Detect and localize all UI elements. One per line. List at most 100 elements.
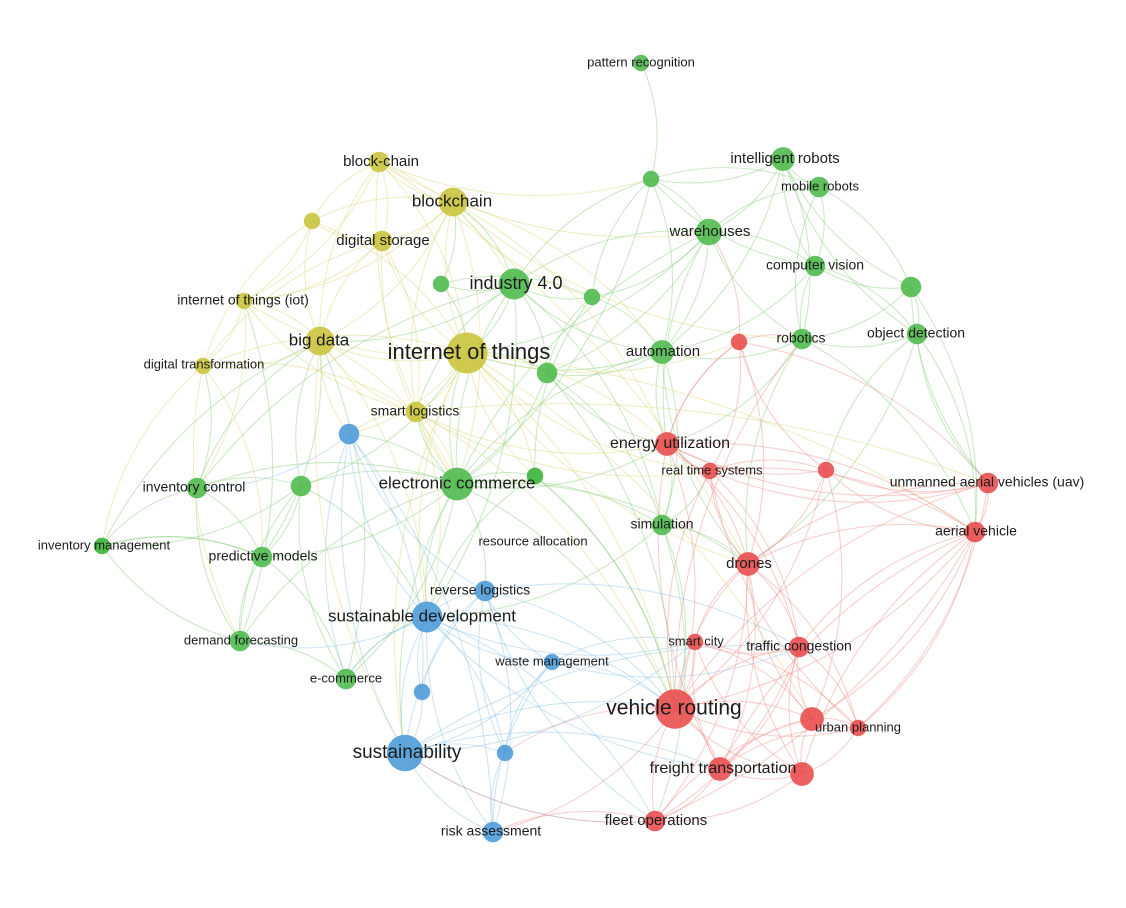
node-object-detection[interactable]: [906, 323, 928, 345]
node-waste-management[interactable]: [543, 653, 561, 671]
network-edge: [196, 283, 515, 489]
network-edge: [719, 531, 976, 770]
network-edge: [319, 340, 366, 680]
network-edge: [650, 167, 820, 188]
network-edge: [466, 352, 976, 533]
node-r-hub4[interactable]: [790, 762, 814, 786]
node-g-hub6[interactable]: [526, 467, 544, 485]
node-r-hub3[interactable]: [800, 707, 824, 731]
network-edge: [202, 362, 417, 413]
node-simulation[interactable]: [651, 514, 673, 536]
node-pattern-recognition[interactable]: [632, 54, 650, 72]
network-edge: [404, 641, 696, 754]
node-y-hub1[interactable]: [303, 212, 321, 230]
node-electronic-commerce[interactable]: [440, 467, 474, 501]
node-b-hub3[interactable]: [496, 744, 514, 762]
network-edge: [319, 340, 458, 485]
network-edge: [484, 590, 676, 710]
node-g-hub3[interactable]: [290, 475, 312, 497]
network-edge: [192, 365, 241, 642]
network-edge: [661, 443, 673, 526]
node-b-hub1[interactable]: [338, 423, 360, 445]
node-r-hub2[interactable]: [817, 461, 835, 479]
network-edge: [916, 333, 989, 484]
label-vehicle-routing: vehicle routing: [606, 697, 741, 720]
network-edge: [709, 470, 800, 648]
label-warehouses: warehouses: [669, 223, 751, 240]
network-edge: [798, 646, 859, 729]
node-big-data[interactable]: [305, 326, 335, 356]
node-urban-planning[interactable]: [849, 719, 867, 737]
label-risk-assessment: risk assessment: [441, 823, 541, 839]
node-unmanned-aerial-vehicles-uav[interactable]: [977, 472, 999, 494]
network-edge: [692, 641, 721, 770]
label-digital-transformation: digital transformation: [144, 356, 265, 371]
network-edge: [709, 470, 989, 503]
network-edge: [534, 475, 676, 710]
node-internet-of-things[interactable]: [446, 332, 488, 374]
network-edge: [782, 158, 811, 340]
node-digital-transformation[interactable]: [194, 357, 212, 375]
node-drones[interactable]: [736, 552, 760, 576]
node-freight-transportation[interactable]: [708, 757, 732, 781]
node-mobile-robots[interactable]: [808, 176, 830, 198]
node-warehouses[interactable]: [695, 218, 723, 246]
network-edge: [504, 661, 553, 754]
node-robotics[interactable]: [791, 328, 813, 350]
node-g-hub1[interactable]: [642, 170, 660, 188]
node-sustainable-development[interactable]: [411, 601, 443, 633]
node-vehicle-routing[interactable]: [655, 689, 695, 729]
network-edge: [319, 283, 515, 343]
network-edge: [101, 536, 263, 558]
node-demand-forecasting[interactable]: [229, 630, 251, 652]
network-edge: [801, 531, 976, 775]
network-edge: [484, 583, 800, 648]
node-digital-storage[interactable]: [371, 230, 393, 252]
node-real-time-systems[interactable]: [701, 462, 719, 480]
node-automation[interactable]: [650, 340, 674, 364]
node-internet-of-things-iot[interactable]: [235, 292, 253, 310]
node-inventory-control[interactable]: [186, 477, 208, 499]
node-predictive-models[interactable]: [251, 546, 273, 568]
node-reverse-logistics[interactable]: [474, 580, 496, 602]
network-edge: [492, 708, 676, 833]
network-edge: [782, 158, 918, 335]
node-g-hub8[interactable]: [93, 537, 111, 555]
network-edge: [799, 265, 816, 340]
node-computer-vision[interactable]: [804, 255, 826, 277]
node-g-hub4[interactable]: [583, 288, 601, 306]
network-edge: [674, 469, 827, 710]
label-aerial-vehicle: aerial vehicle: [935, 523, 1017, 539]
node-g-hub2[interactable]: [432, 275, 450, 293]
network-edge: [910, 286, 989, 484]
network-edge: [694, 641, 813, 720]
node-e-commerce[interactable]: [335, 668, 357, 690]
node-blockchain[interactable]: [438, 187, 468, 217]
node-energy-utilization[interactable]: [655, 432, 679, 456]
node-aerial-vehicle[interactable]: [964, 521, 986, 543]
node-fleet-operations[interactable]: [644, 810, 666, 832]
network-edge: [708, 186, 820, 233]
network-edge: [415, 411, 668, 454]
node-intelligent-robots[interactable]: [771, 147, 795, 171]
node-industry-4-0[interactable]: [498, 268, 530, 300]
network-edge: [801, 286, 912, 340]
network-edge: [243, 220, 313, 302]
network-edge: [404, 644, 800, 754]
node-r-hub1[interactable]: [730, 333, 748, 351]
node-g-hub7[interactable]: [900, 276, 922, 298]
node-smart-logistics[interactable]: [405, 401, 427, 423]
network-edge: [456, 372, 548, 485]
network-edge: [319, 340, 428, 618]
node-smart-city[interactable]: [686, 633, 704, 651]
network-edge: [650, 178, 674, 353]
node-g-hub5[interactable]: [536, 362, 558, 384]
node-block-chain[interactable]: [368, 151, 390, 173]
network-edge: [418, 352, 468, 618]
network-edge: [694, 641, 859, 729]
network-edge: [546, 351, 663, 377]
node-traffic-congestion[interactable]: [788, 636, 810, 658]
node-sustainability[interactable]: [386, 734, 424, 772]
node-b-hub2[interactable]: [413, 683, 431, 701]
node-risk-assessment[interactable]: [482, 821, 504, 843]
